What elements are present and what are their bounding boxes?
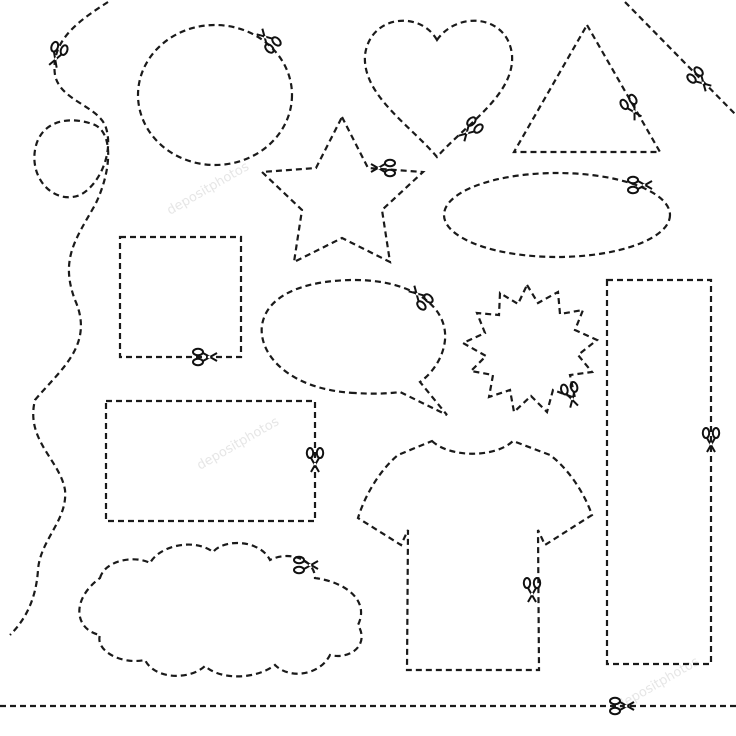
dashed-ellipse[interactable]	[442, 171, 672, 259]
scissors-icon	[454, 114, 486, 146]
scissors-icon	[252, 24, 284, 56]
dashed-heart[interactable]	[363, 19, 514, 159]
dashed-spiral-line[interactable]	[9, 1, 110, 636]
dashed-speech-bubble[interactable]	[260, 278, 448, 416]
dashed-cloud[interactable]	[78, 541, 363, 678]
scissors-icon	[558, 380, 584, 410]
dashed-square[interactable]	[118, 235, 243, 359]
dashed-rectangle[interactable]	[104, 399, 317, 523]
watermark: depositphotos depositphotos depositphoto…	[165, 159, 703, 713]
dashed-circle[interactable]	[136, 23, 294, 167]
dashed-diagonal-line[interactable]	[624, 1, 736, 116]
watermark-text: depositphotos	[165, 159, 253, 218]
watermark-text: depositphotos	[195, 414, 283, 473]
dashed-triangle[interactable]	[512, 22, 662, 154]
scissors-icon	[627, 175, 653, 195]
scissors-icon	[404, 281, 436, 313]
dashed-tshirt[interactable]	[356, 439, 594, 672]
dashed-tall-rectangle[interactable]	[605, 278, 713, 666]
dashed-star[interactable]	[259, 114, 426, 264]
dashed-starburst[interactable]	[460, 282, 600, 415]
scissors-icon	[305, 447, 325, 473]
scissors-icon	[617, 92, 647, 124]
